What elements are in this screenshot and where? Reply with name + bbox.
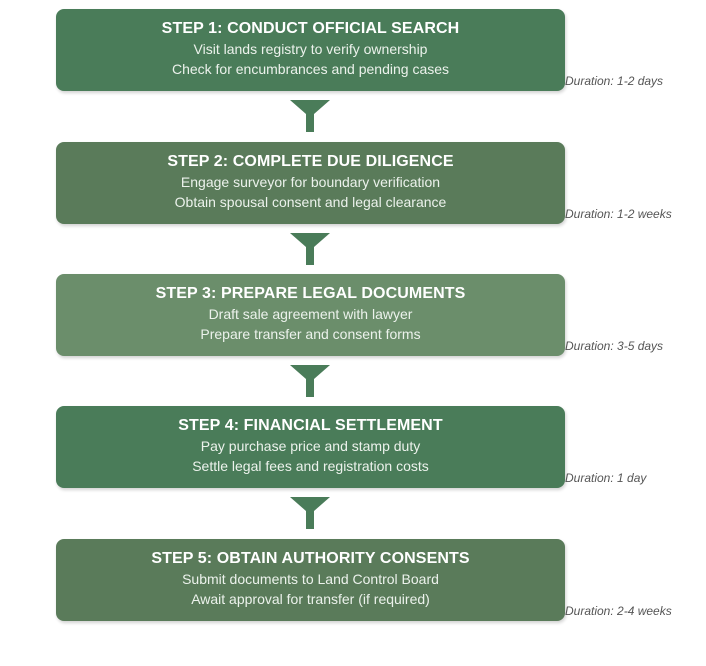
step-1: STEP 1: CONDUCT OFFICIAL SEARCH Visit la… — [0, 9, 706, 91]
step-detail: Check for encumbrances and pending cases — [171, 61, 450, 77]
step-detail: Engage surveyor for boundary verificatio… — [180, 174, 441, 190]
step-2: STEP 2: COMPLETE DUE DILIGENCE Engage su… — [0, 142, 706, 224]
step-duration: Duration: 3-5 days — [565, 339, 664, 353]
step-3-box: STEP 3: PREPARE LEGAL DOCUMENTS Draft sa… — [56, 274, 565, 356]
step-title: STEP 1: CONDUCT OFFICIAL SEARCH — [161, 20, 460, 37]
step-detail: Pay purchase price and stamp duty — [200, 438, 421, 454]
step-title: STEP 5: OBTAIN AUTHORITY CONSENTS — [151, 550, 470, 567]
step-duration: Duration: 1-2 days — [565, 74, 664, 88]
step-title: STEP 4: FINANCIAL SETTLEMENT — [178, 417, 443, 434]
step-detail: Settle legal fees and registration costs — [192, 458, 429, 474]
step-detail: Draft sale agreement with lawyer — [208, 306, 413, 322]
step-title: STEP 3: PREPARE LEGAL DOCUMENTS — [155, 285, 466, 302]
step-3: STEP 3: PREPARE LEGAL DOCUMENTS Draft sa… — [0, 274, 706, 356]
step-duration: Duration: 1 day — [565, 471, 647, 485]
step-5: STEP 5: OBTAIN AUTHORITY CONSENTS Submit… — [0, 539, 706, 621]
down-arrow-icon — [290, 100, 330, 132]
step-2-box: STEP 2: COMPLETE DUE DILIGENCE Engage su… — [56, 142, 565, 224]
step-detail: Prepare transfer and consent forms — [200, 326, 421, 342]
step-4: STEP 4: FINANCIAL SETTLEMENT Pay purchas… — [0, 406, 706, 488]
down-arrow-icon — [290, 497, 330, 529]
step-4-box: STEP 4: FINANCIAL SETTLEMENT Pay purchas… — [56, 406, 565, 488]
step-detail: Obtain spousal consent and legal clearan… — [174, 194, 447, 210]
step-duration: Duration: 1-2 weeks — [565, 207, 672, 221]
step-5-box: STEP 5: OBTAIN AUTHORITY CONSENTS Submit… — [56, 539, 565, 621]
step-1-box: STEP 1: CONDUCT OFFICIAL SEARCH Visit la… — [56, 9, 565, 91]
step-duration: Duration: 2-4 weeks — [565, 604, 672, 618]
step-detail: Await approval for transfer (if required… — [191, 591, 430, 607]
step-title: STEP 2: COMPLETE DUE DILIGENCE — [167, 153, 454, 170]
step-detail: Visit lands registry to verify ownership — [193, 41, 428, 57]
step-detail: Submit documents to Land Control Board — [182, 571, 439, 587]
down-arrow-icon — [290, 233, 330, 265]
down-arrow-icon — [290, 365, 330, 397]
